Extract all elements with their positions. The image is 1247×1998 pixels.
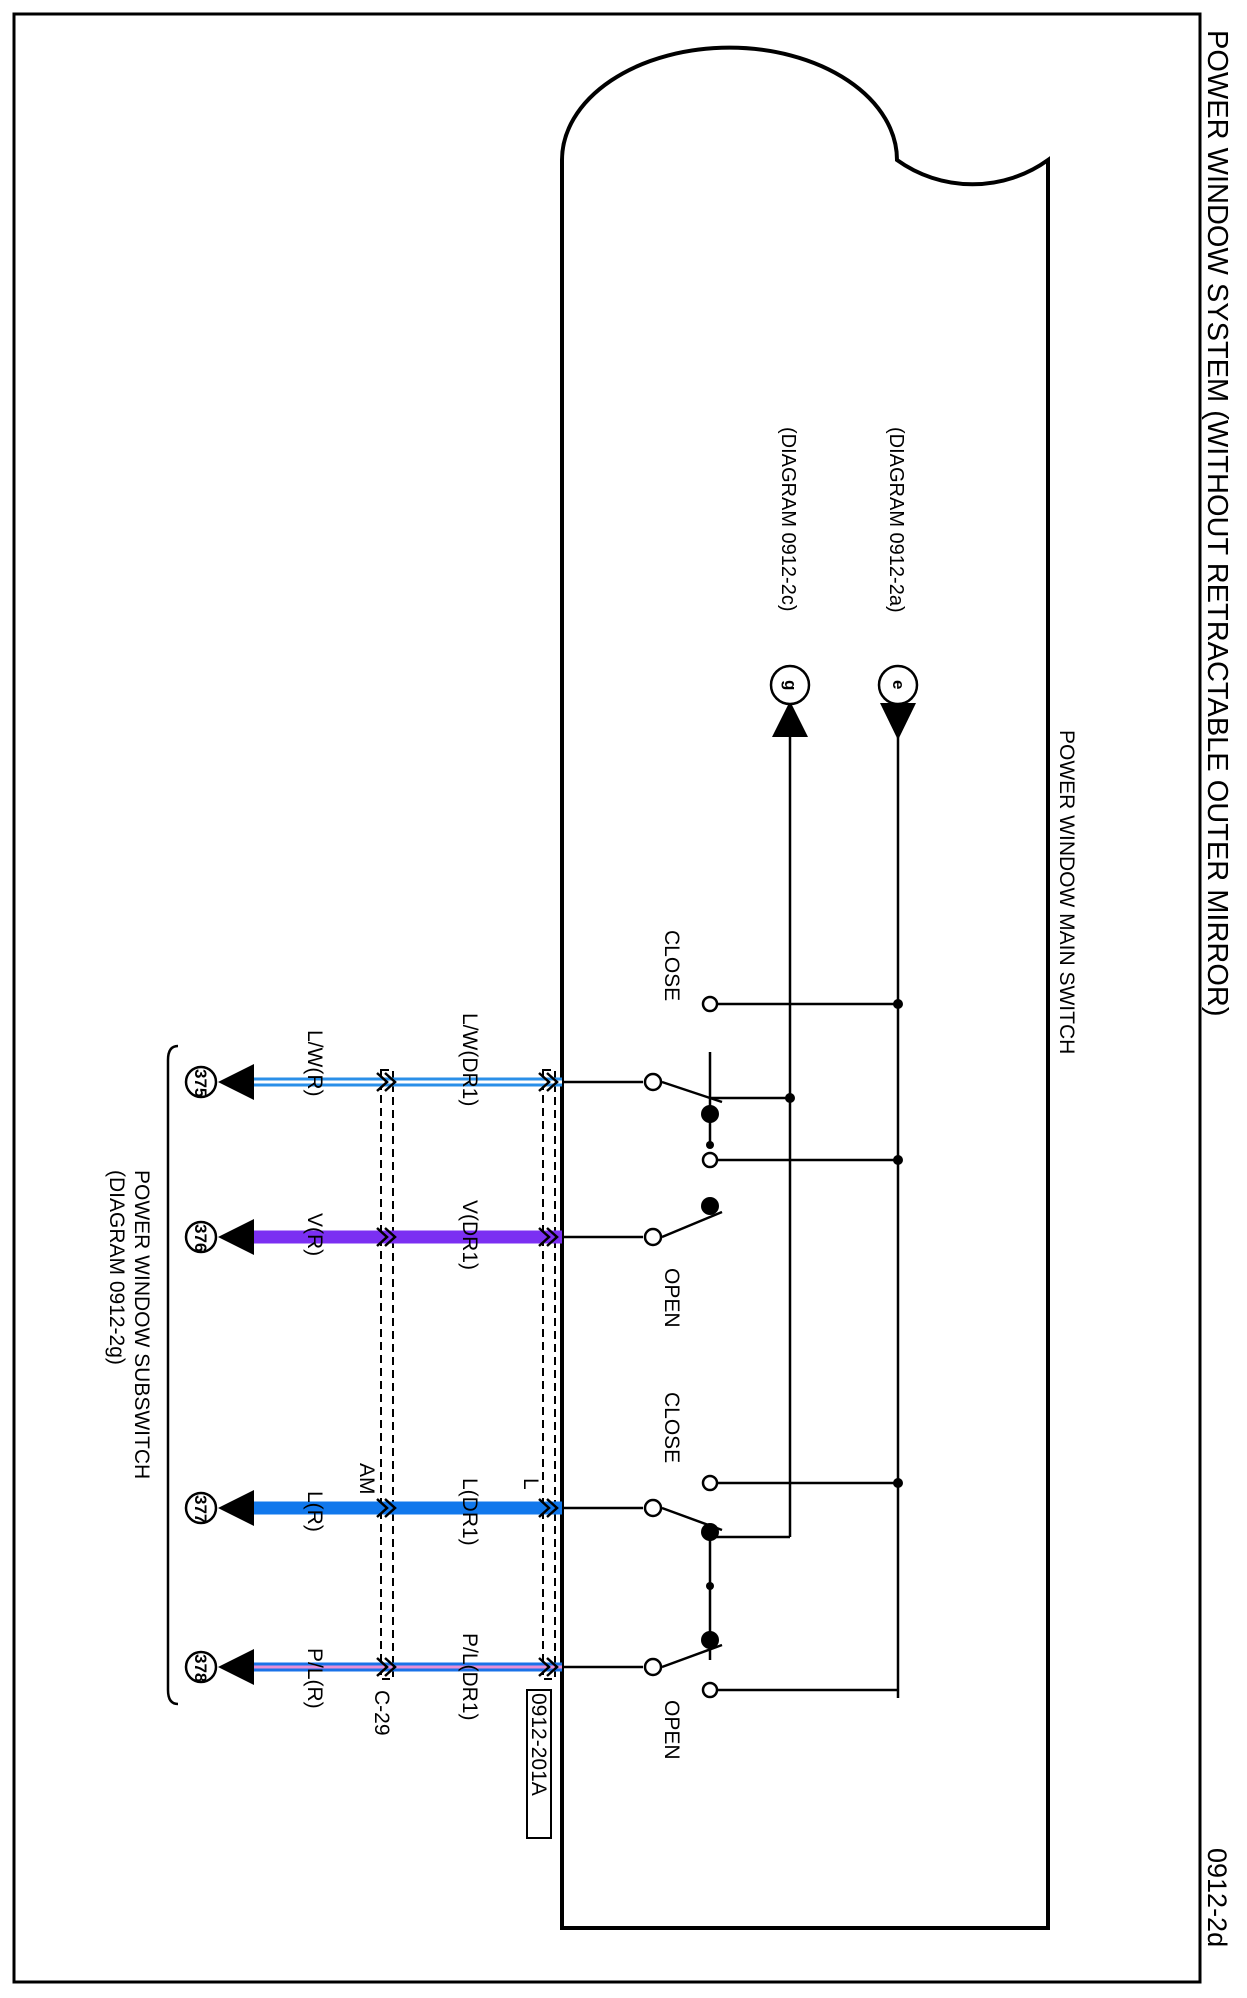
wire-label-r-2: V(R) bbox=[303, 1213, 326, 1256]
switch-pivot-1b bbox=[643, 1227, 663, 1247]
switch-group-1 bbox=[562, 1002, 898, 1239]
junction-1e-open bbox=[893, 1155, 903, 1165]
chevron-3-a-2 bbox=[546, 1498, 559, 1518]
terminal-arrow-3 bbox=[218, 1490, 254, 1526]
terminal-circle-377 bbox=[184, 1491, 218, 1525]
chevron-1-b-2 bbox=[384, 1072, 397, 1092]
ref-g-letter: g bbox=[781, 680, 800, 690]
switch-blade-1a bbox=[701, 1105, 719, 1123]
wire-label-r-1: L/W(R) bbox=[303, 1030, 326, 1097]
terminal-circle-375 bbox=[184, 1065, 218, 1099]
switch-pivot-2b bbox=[643, 1657, 663, 1677]
chevron-1-b-1 bbox=[376, 1072, 389, 1092]
switch-blade-1b bbox=[701, 1197, 719, 1215]
terminal-circle-376 bbox=[184, 1220, 218, 1254]
chevron-3-a-1 bbox=[538, 1498, 551, 1518]
chevron-4-a-1 bbox=[538, 1657, 551, 1677]
ref-e-arrow bbox=[880, 703, 916, 740]
terminal-arrow-2 bbox=[218, 1219, 254, 1255]
chevron-4-a-2 bbox=[546, 1657, 559, 1677]
connector-L-label: L bbox=[519, 1478, 542, 1490]
wire-label-dr1-1: L/W(DR1) bbox=[458, 1013, 481, 1106]
wire-label-r-3: L(R) bbox=[303, 1491, 326, 1532]
open-contact-2 bbox=[701, 1681, 719, 1699]
terminal-375: 375 bbox=[191, 1069, 210, 1097]
chevron-1-a-2 bbox=[546, 1072, 559, 1092]
switch-pivot-1a bbox=[643, 1072, 663, 1092]
page-border bbox=[12, 12, 1202, 1984]
page-code: 0912-2d bbox=[1202, 1848, 1232, 1947]
subswitch-bracket bbox=[166, 1044, 179, 1706]
ref-g-diagram: (DIAGRAM 0912-2c) bbox=[777, 427, 799, 612]
terminal-arrow-1 bbox=[218, 1064, 254, 1100]
chevron-4-b-2 bbox=[384, 1657, 397, 1677]
chevron-3-b-2 bbox=[384, 1498, 397, 1518]
close-label-2: CLOSE bbox=[660, 1392, 683, 1463]
wires bbox=[218, 1064, 562, 1685]
ref-g-circle bbox=[769, 664, 811, 706]
terminal-arrow-4 bbox=[218, 1649, 254, 1685]
connector-id: 0912-201A bbox=[527, 1693, 550, 1796]
terminal-378: 378 bbox=[191, 1654, 210, 1682]
junction-1e-close bbox=[893, 999, 903, 1009]
chevron-1-a-1 bbox=[538, 1072, 551, 1092]
open-label-1: OPEN bbox=[660, 1268, 683, 1328]
ref-g-arrow bbox=[772, 701, 808, 737]
close-label-1: CLOSE bbox=[660, 930, 683, 1001]
wire-label-dr1-4: P/L(DR1) bbox=[458, 1633, 481, 1721]
open-label-2: OPEN bbox=[660, 1700, 683, 1760]
terminal-377: 377 bbox=[191, 1495, 210, 1523]
chevron-2-b-1 bbox=[376, 1227, 389, 1247]
subswitch-diagram: (DIAGRAM 0912-2g) bbox=[105, 1170, 128, 1365]
chevron-2-a-2 bbox=[546, 1227, 559, 1247]
terminal-376: 376 bbox=[191, 1224, 210, 1252]
ref-e-circle bbox=[877, 664, 919, 706]
connector-C29-label: C-29 bbox=[370, 1690, 393, 1736]
switch-pivot-2a bbox=[643, 1498, 663, 1518]
close-contact-1 bbox=[701, 995, 719, 1013]
chevron-4-b-1 bbox=[376, 1657, 389, 1677]
close-contact-2 bbox=[701, 1474, 719, 1492]
junction-1g bbox=[785, 1093, 795, 1103]
subswitch-label: POWER WINDOW SUBSWITCH bbox=[130, 1170, 153, 1479]
wire-label-dr1-3: L(DR1) bbox=[458, 1478, 481, 1546]
main-switch-label: POWER WINDOW MAIN SWITCH bbox=[1055, 730, 1078, 1054]
terminals: 375 376 377 378 bbox=[184, 1065, 218, 1684]
switch-blade-2a bbox=[701, 1523, 719, 1541]
connector-C-29 bbox=[380, 1069, 394, 1680]
junction-1 bbox=[706, 1141, 714, 1149]
open-contact-1 bbox=[701, 1151, 719, 1169]
junction-2e-close bbox=[893, 1478, 903, 1488]
connector-AM-label: AM bbox=[355, 1463, 378, 1495]
main-switch-housing bbox=[560, 45, 1050, 1930]
chevron-2-a-1 bbox=[538, 1227, 551, 1247]
wire-label-r-4: P/L(R) bbox=[303, 1648, 326, 1709]
wire-label-dr1-2: V(DR1) bbox=[458, 1200, 481, 1270]
switch-group-2 bbox=[562, 1481, 898, 1692]
terminal-circle-378 bbox=[184, 1650, 218, 1684]
switch-blade-2b bbox=[701, 1631, 719, 1649]
connector-0912-201A bbox=[542, 1069, 556, 1680]
page-title: POWER WINDOW SYSTEM (WITHOUT RETRACTABLE… bbox=[1201, 30, 1233, 1017]
chevron-3-b-1 bbox=[376, 1498, 389, 1518]
chevron-2-b-2 bbox=[384, 1227, 397, 1247]
ref-e-letter: e bbox=[889, 680, 908, 689]
junction-2 bbox=[706, 1582, 714, 1590]
connector-id-box bbox=[526, 1689, 552, 1839]
ref-e-diagram: (DIAGRAM 0912-2a) bbox=[885, 427, 907, 613]
